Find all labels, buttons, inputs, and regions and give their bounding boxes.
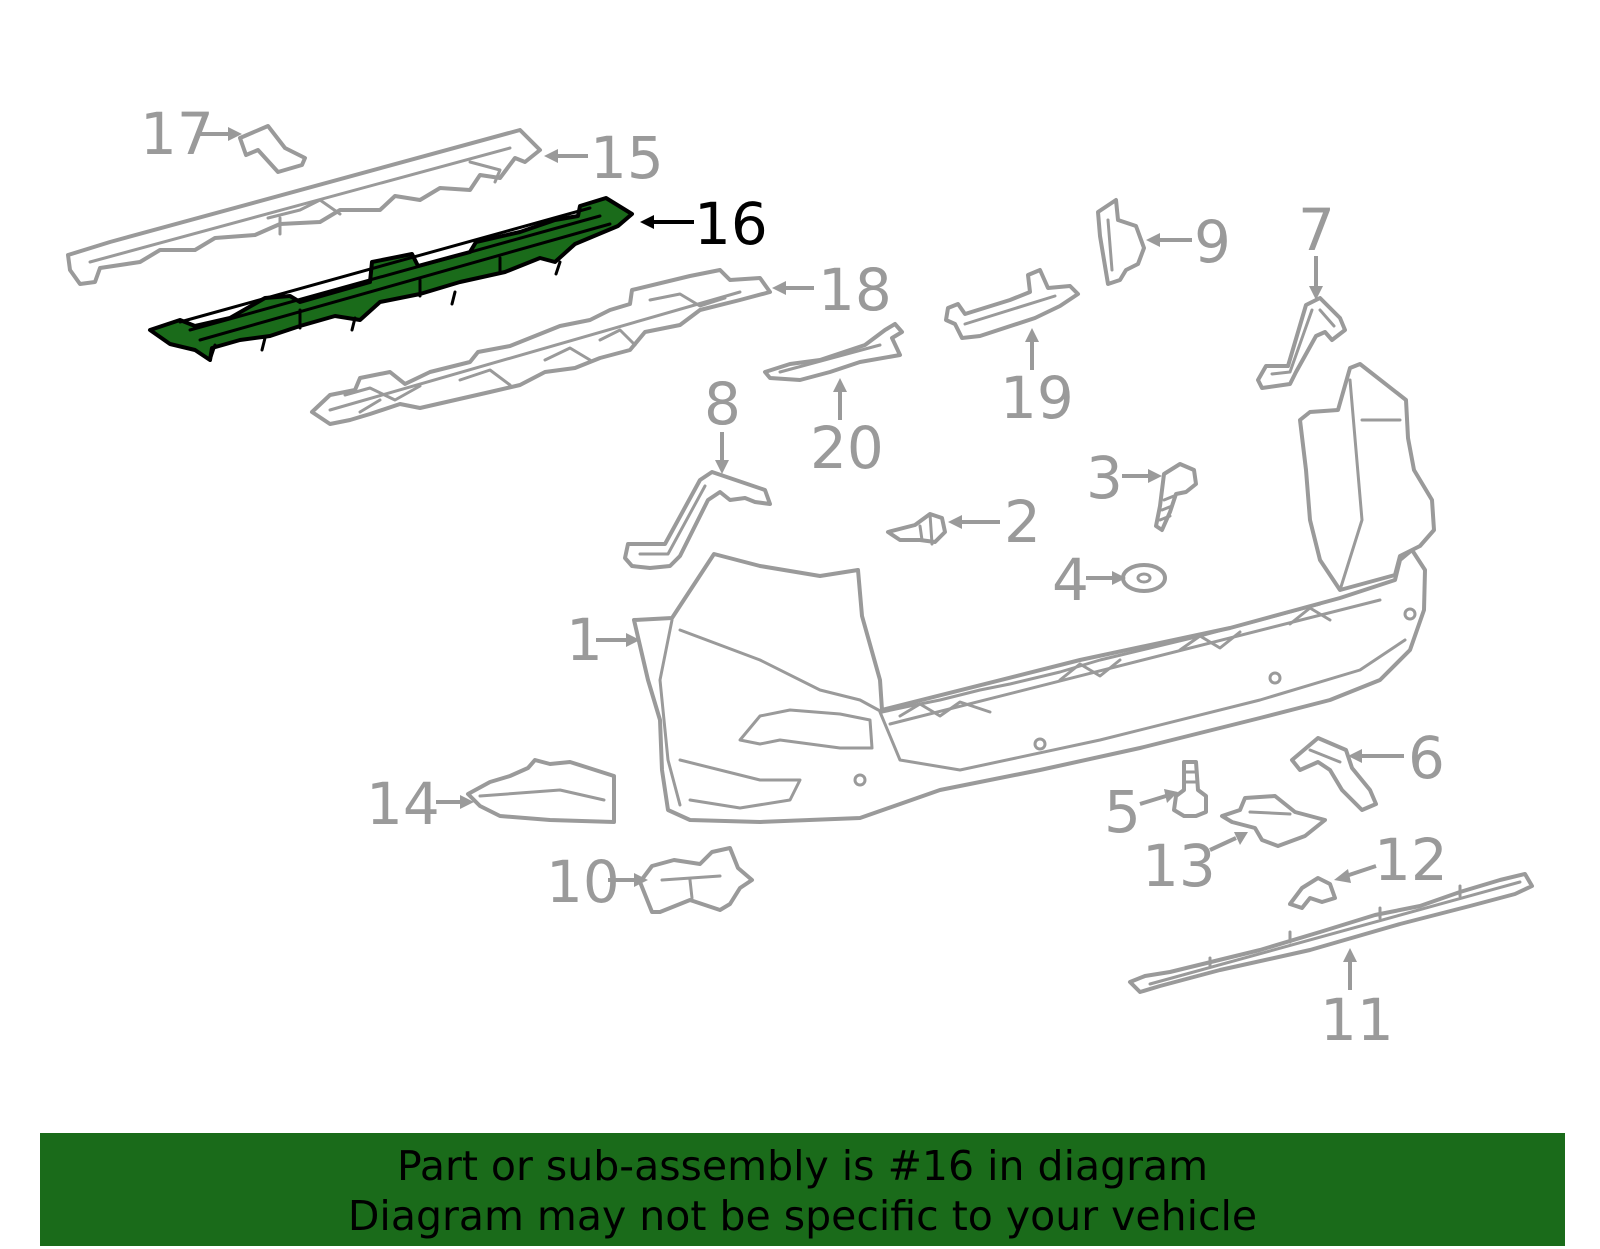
svg-text:11: 11: [1320, 986, 1394, 1054]
svg-text:19: 19: [1000, 364, 1074, 432]
callout-14: 14: [366, 770, 474, 838]
svg-text:18: 18: [818, 256, 892, 324]
part-14-reflector[interactable]: [466, 758, 616, 824]
part-3-screw[interactable]: [1154, 462, 1198, 532]
callout-16-active: 16: [640, 190, 768, 258]
svg-text:3: 3: [1086, 444, 1123, 512]
svg-text:2: 2: [1004, 488, 1041, 556]
svg-text:5: 5: [1104, 778, 1141, 846]
part-16-absorber-highlighted[interactable]: [148, 196, 634, 362]
callout-10: 10: [546, 848, 648, 916]
info-banner: Part or sub-assembly is #16 in diagram D…: [40, 1133, 1565, 1246]
svg-text:16: 16: [694, 190, 768, 258]
part-4-washer[interactable]: [1121, 563, 1167, 593]
callout-3: 3: [1086, 444, 1162, 512]
callout-15: 15: [544, 124, 664, 192]
part-11-molding[interactable]: [1128, 872, 1534, 994]
part-18-absorber[interactable]: [310, 268, 772, 426]
part-19-bracket[interactable]: [944, 268, 1080, 340]
part-5-bolt[interactable]: [1172, 760, 1208, 818]
part-12-clip[interactable]: [1288, 876, 1337, 910]
svg-text:8: 8: [704, 370, 741, 438]
svg-text:20: 20: [810, 414, 884, 482]
callout-11: 11: [1320, 948, 1394, 1054]
callout-12: 12: [1334, 826, 1448, 894]
callout-18: 18: [772, 256, 892, 324]
part-15-reinforcement[interactable]: [66, 128, 542, 286]
callout-17: 17: [140, 100, 242, 168]
svg-text:9: 9: [1194, 208, 1231, 276]
part-1-bumper-cover[interactable]: [632, 362, 1436, 824]
part-6-bracket[interactable]: [1290, 736, 1378, 812]
callout-8: 8: [704, 370, 741, 474]
callout-20: 20: [810, 378, 884, 482]
svg-text:17: 17: [140, 100, 214, 168]
svg-text:15: 15: [590, 124, 664, 192]
part-9-bracket[interactable]: [1096, 198, 1146, 286]
callout-7: 7: [1298, 196, 1335, 300]
part-10-bracket[interactable]: [638, 846, 754, 914]
part-20-rail[interactable]: [763, 322, 904, 382]
svg-text:10: 10: [546, 848, 620, 916]
callout-6: 6: [1348, 724, 1445, 792]
callout-4: 4: [1052, 546, 1126, 614]
callout-9: 9: [1146, 208, 1231, 276]
part-17-bracket[interactable]: [238, 124, 307, 174]
callout-13: 13: [1142, 832, 1248, 900]
svg-text:1: 1: [566, 606, 603, 674]
part-8-bracket[interactable]: [623, 470, 772, 570]
part-2-clip[interactable]: [886, 512, 947, 546]
svg-text:14: 14: [366, 770, 440, 838]
parts-diagram: 1 2 3 4 5 6 7 8 9 10: [66, 100, 1534, 1054]
banner-line-part: Part or sub-assembly is #16 in diagram: [396, 1142, 1209, 1190]
callout-5: 5: [1104, 778, 1178, 846]
part-13-bracket[interactable]: [1220, 794, 1327, 848]
callout-19: 19: [1000, 328, 1074, 432]
part-7-bracket[interactable]: [1256, 296, 1347, 390]
svg-text:13: 13: [1142, 832, 1216, 900]
callout-2: 2: [948, 488, 1041, 556]
callout-1: 1: [566, 606, 640, 674]
svg-text:4: 4: [1052, 546, 1089, 614]
svg-text:12: 12: [1374, 826, 1448, 894]
svg-text:6: 6: [1408, 724, 1445, 792]
banner-line-disclaimer: Diagram may not be specific to your vehi…: [347, 1192, 1258, 1240]
svg-text:7: 7: [1298, 196, 1335, 264]
